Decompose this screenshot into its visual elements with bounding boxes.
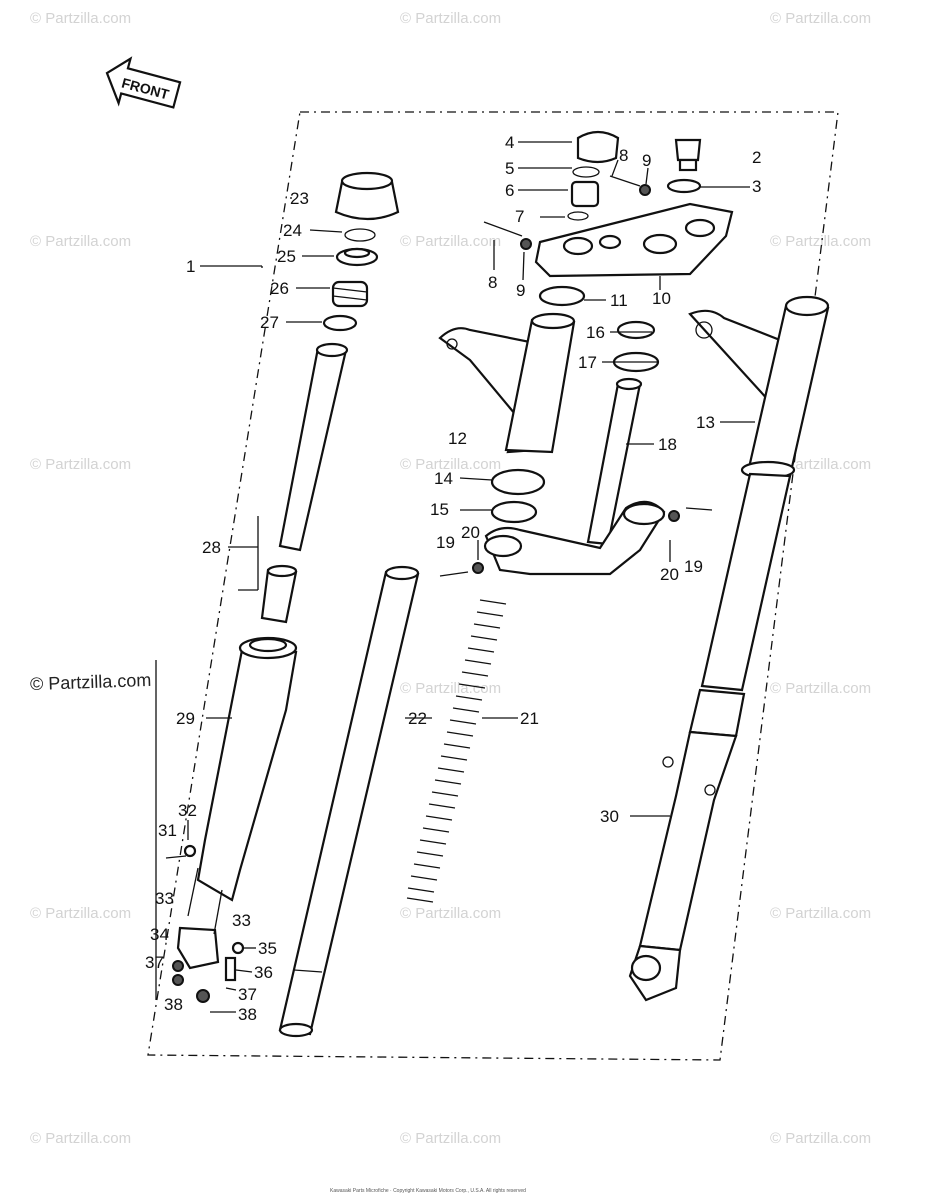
callout-29: 29 [176,709,195,728]
front-arrow-icon: FRONT [105,56,182,109]
watermark: © Partzilla.com [30,10,132,27]
callout-1: 1 [186,257,195,276]
callout-26: 26 [270,279,289,298]
fork-leg-left [165,171,400,1003]
callout-16: 16 [586,323,605,342]
watermark: © Partzilla.com [400,10,502,27]
callout-18: 18 [658,435,677,454]
callout-8: 8 [619,146,628,165]
callout-25: 25 [277,247,296,266]
callout-23: 23 [290,189,309,208]
callout-19: 19 [684,557,703,576]
callout-12: 12 [448,429,467,448]
callout-9: 9 [642,151,651,170]
callout-13: 13 [696,413,715,432]
callout-32: 32 [178,801,197,820]
callout-19: 19 [436,533,455,552]
callout-4: 4 [505,133,514,152]
callout-7: 7 [515,207,524,226]
assembly-boundary [147,111,839,1061]
callout-31: 31 [158,821,177,840]
callout-37: 37 [238,985,257,1004]
callout-33: 33 [155,889,174,908]
callout-36: 36 [254,963,273,982]
watermark: © Partzilla.com [770,680,872,697]
watermark: © Partzilla.com [400,1130,502,1147]
callout-38: 38 [164,995,183,1014]
callout-3: 3 [752,177,761,196]
callout-24: 24 [283,221,302,240]
callout-38: 38 [238,1005,257,1024]
copyright-label: © Partzilla.com [29,669,152,695]
callout-20: 20 [461,523,480,542]
watermark: © Partzilla.com [30,456,132,473]
watermark: © Partzilla.com [770,1130,872,1147]
callout-6: 6 [505,181,514,200]
callout-33: 33 [232,911,251,930]
callout-35: 35 [258,939,277,958]
callout-27: 27 [260,313,279,332]
fine-print: Kawasaki Parts Microfiche · Copyright Ka… [330,1188,526,1194]
callout-20: 20 [660,565,679,584]
callout-14: 14 [434,469,453,488]
watermark: © Partzilla.com [400,456,502,473]
watermark: © Partzilla.com [30,233,132,250]
callout-28: 28 [202,538,221,557]
watermark: © Partzilla.com [770,905,872,922]
watermark: © Partzilla.com [770,233,872,250]
callout-17: 17 [578,353,597,372]
callout-9: 9 [516,281,525,300]
callout-30: 30 [600,807,619,826]
watermark: © Partzilla.com [30,905,132,922]
callout-10: 10 [652,289,671,308]
callout-21: 21 [520,709,539,728]
watermark: © Partzilla.com [30,1130,132,1147]
callout-37: 37 [145,953,164,972]
callout-22: 22 [408,709,427,728]
fork-tube-and-spring [278,565,507,1038]
callout-5: 5 [505,159,514,178]
callout-11: 11 [610,291,628,310]
callout-2: 2 [752,148,761,167]
callout-8: 8 [488,273,497,292]
callout-15: 15 [430,500,449,519]
leader-lines [155,141,755,1013]
watermark: © Partzilla.com [400,905,502,922]
watermark: © Partzilla.com [400,680,502,697]
fork-leg-right [628,295,830,1002]
callout-34: 34 [150,925,169,944]
upper-bracket-assembly [438,130,734,577]
watermark: © Partzilla.com [400,233,502,250]
watermark: © Partzilla.com [770,10,872,27]
